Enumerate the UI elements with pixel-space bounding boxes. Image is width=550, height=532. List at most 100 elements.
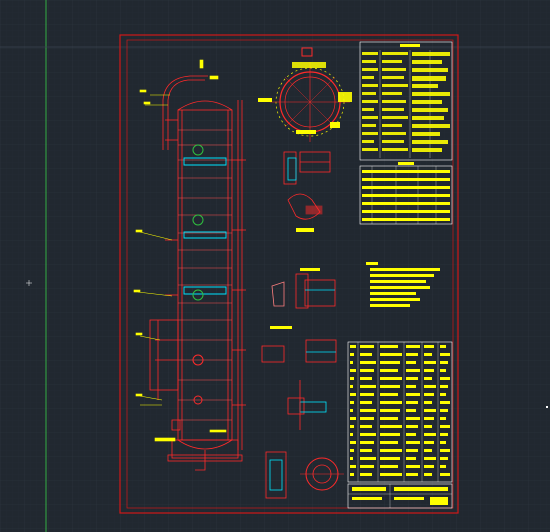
parts-list-cell <box>350 401 354 404</box>
parts-list-cell <box>350 465 356 468</box>
parts-list-cell <box>380 361 400 364</box>
parts-list-cell <box>380 353 402 356</box>
parts-list-cell <box>440 417 446 420</box>
parts-list-cell <box>424 449 432 452</box>
parts-list-cell <box>440 465 446 468</box>
parts-list-cell <box>360 353 372 356</box>
parts-list-cell <box>350 345 356 348</box>
sheet-outer-frame <box>119 34 459 514</box>
parts-list-cell <box>424 369 434 372</box>
parts-list-cell <box>406 465 420 468</box>
parts-list-cell <box>406 441 420 444</box>
parts-list-cell <box>360 441 374 444</box>
parts-list-cell <box>360 393 374 396</box>
parts-list-cell <box>424 465 434 468</box>
plan-view <box>258 47 352 142</box>
parts-list-cell <box>424 353 432 356</box>
parts-list-cell <box>406 473 418 476</box>
parts-list-cell <box>380 465 398 468</box>
parts-list-cell <box>380 385 400 388</box>
parts-list-cell <box>424 401 432 404</box>
parts-list-cell <box>350 369 356 372</box>
parts-list-cell <box>406 449 418 452</box>
parts-list-cell <box>350 441 356 444</box>
parts-list-cell <box>424 433 436 436</box>
parts-list-cell <box>350 385 353 388</box>
parts-list-cell <box>424 457 436 460</box>
parts-list-cell <box>380 377 402 380</box>
parts-list-cell <box>406 457 416 460</box>
parts-list-cell <box>360 377 372 380</box>
parts-list-cell <box>406 385 416 388</box>
parts-list-cell <box>440 345 446 348</box>
parts-list-cell <box>380 433 400 436</box>
detail-views <box>261 151 344 499</box>
parts-list-cell <box>360 425 372 428</box>
parts-list-cell <box>350 425 354 428</box>
parts-list-cell <box>440 441 446 444</box>
parts-list-cell <box>424 425 432 428</box>
parts-list-cell <box>440 353 450 356</box>
crosshair-icon <box>26 280 32 286</box>
parts-list-cell <box>440 369 446 372</box>
parts-list-cell <box>440 449 450 452</box>
parts-list-cell <box>424 441 434 444</box>
parts-list-cell <box>360 369 374 372</box>
nozzle-table <box>359 162 453 225</box>
parts-list-cell <box>360 449 372 452</box>
parts-list-cell <box>380 449 402 452</box>
technical-notes <box>366 262 440 307</box>
parts-list-cell <box>424 393 434 396</box>
parts-list-cell <box>424 473 432 476</box>
parts-list-cell <box>360 345 374 348</box>
parts-list-cell <box>424 361 436 364</box>
parts-list-cell <box>360 473 372 476</box>
parts-list-cell <box>380 417 398 420</box>
parts-list-cell <box>440 457 448 460</box>
parts-list-cell <box>350 417 356 420</box>
parts-list-cell <box>406 425 418 428</box>
parts-list-cell <box>440 409 448 412</box>
parts-list-cell <box>440 393 446 396</box>
parts-list-cell <box>350 353 354 356</box>
parts-list-cell <box>440 401 450 404</box>
parts-list-cell <box>380 401 402 404</box>
edge-markers <box>546 406 548 408</box>
parts-list-cell <box>360 417 374 420</box>
parts-list-cell <box>360 361 376 364</box>
parts-list-cell <box>424 417 434 420</box>
parts-list-cell <box>360 433 376 436</box>
parts-list-cell <box>350 377 354 380</box>
parts-list-cell <box>406 377 418 380</box>
column-internals <box>183 157 227 295</box>
manway-markers <box>192 144 204 405</box>
column-elevation <box>149 75 246 471</box>
parts-list-cell <box>350 473 354 476</box>
parts-list-cell <box>440 385 448 388</box>
parts-list-cell <box>350 409 353 412</box>
parts-list-cell <box>380 393 398 396</box>
parts-list-cell <box>380 473 402 476</box>
parts-list-cell <box>350 433 353 436</box>
parts-list-cell <box>440 425 450 428</box>
parts-list-cell <box>440 433 448 436</box>
parts-list-cell <box>360 385 376 388</box>
parts-list-cell <box>406 401 418 404</box>
parts-list-cell <box>406 417 420 420</box>
parts-list-cell <box>406 409 416 412</box>
parts-list-cell <box>380 409 400 412</box>
parts-list-cell <box>350 361 353 364</box>
parts-list-cell <box>406 345 420 348</box>
parts-list-cell <box>360 409 376 412</box>
parts-list-cell <box>406 369 420 372</box>
spec-table-top <box>359 41 453 161</box>
column-callouts <box>133 59 227 442</box>
parts-list-cell <box>440 361 448 364</box>
parts-list-cell <box>360 401 372 404</box>
parts-list-cell <box>424 377 432 380</box>
parts-list-cell <box>406 393 420 396</box>
parts-list <box>347 341 453 483</box>
parts-list-cell <box>380 369 398 372</box>
